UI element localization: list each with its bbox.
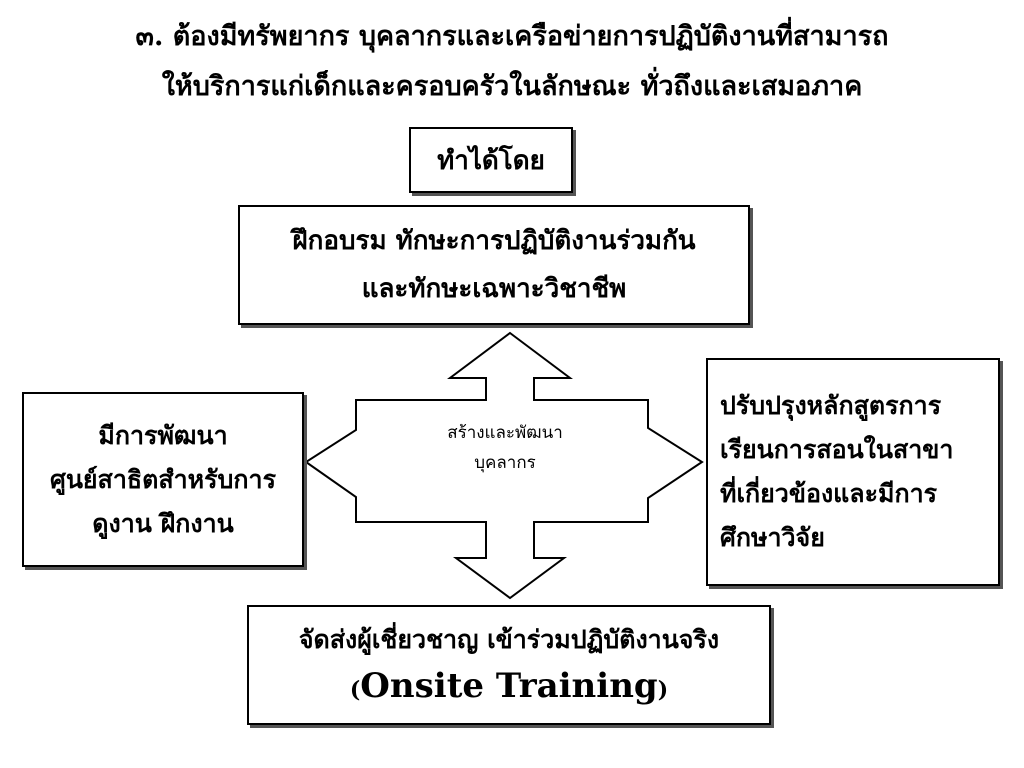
box-demo-center-line-1: มีการพัฒนา xyxy=(98,420,228,450)
center-label-line-1: สร้างและพัฒนา xyxy=(447,423,563,443)
box-method-header: ทำได้โดย xyxy=(409,127,573,193)
box-onsite-line-2: (Onsite Training) xyxy=(249,663,769,713)
box-demo-center-line-3: ดูงาน ฝึกงาน xyxy=(92,508,234,538)
title-line-2: ให้บริการแก่เด็กและครอบครัวในลักษณะ ทั่ว… xyxy=(161,71,863,102)
box-training-line-2: และทักษะเฉพาะวิชาชีพ xyxy=(361,274,627,304)
four-way-arrow-shape xyxy=(304,331,704,600)
box-curriculum-line-2: เรียนการสอนในสาขา xyxy=(720,435,954,464)
box-onsite-line-1: จัดส่งผู้เชี่ยวชาญ เข้าร่วมปฏิบัติงานจริ… xyxy=(298,625,720,654)
box-demo-center-line-2: ศูนย์สาธิตสำหรับการ xyxy=(49,464,277,494)
center-label-line-2: บุคลากร xyxy=(474,453,536,473)
box-demo-center: มีการพัฒนา ศูนย์สาธิตสำหรับการ ดูงาน ฝึก… xyxy=(22,392,304,567)
box-curriculum-line-4: ศึกษาวิจัย xyxy=(720,523,825,552)
title-line-1: ๓. ต้องมีทรัพยากร บุคลากรและเครือข่ายการ… xyxy=(135,21,889,52)
close-paren: ) xyxy=(657,677,669,703)
box-onsite-training: จัดส่งผู้เชี่ยวชาญ เข้าร่วมปฏิบัติงานจริ… xyxy=(247,605,771,725)
box-curriculum-line-1: ปรับปรุงหลักสูตรการ xyxy=(720,391,942,420)
box-curriculum: ปรับปรุงหลักสูตรการ เรียนการสอนในสาขา ที… xyxy=(706,358,1000,586)
slide-title: ๓. ต้องมีทรัพยากร บุคลากรและเครือข่ายการ… xyxy=(0,12,1024,112)
box-training: ฝึกอบรม ทักษะการปฏิบัติงานร่วมกัน และทัก… xyxy=(238,205,750,325)
open-paren: ( xyxy=(349,677,361,703)
center-label: สร้างและพัฒนา บุคลากร xyxy=(405,418,605,478)
box-training-line-1: ฝึกอบรม ทักษะการปฏิบัติงานร่วมกัน xyxy=(292,226,696,256)
box-curriculum-line-3: ที่เกี่ยวข้องและมีการ xyxy=(720,479,938,508)
onsite-training-text: Onsite Training xyxy=(360,666,658,706)
box-method-header-text: ทำได้โดย xyxy=(437,145,545,176)
